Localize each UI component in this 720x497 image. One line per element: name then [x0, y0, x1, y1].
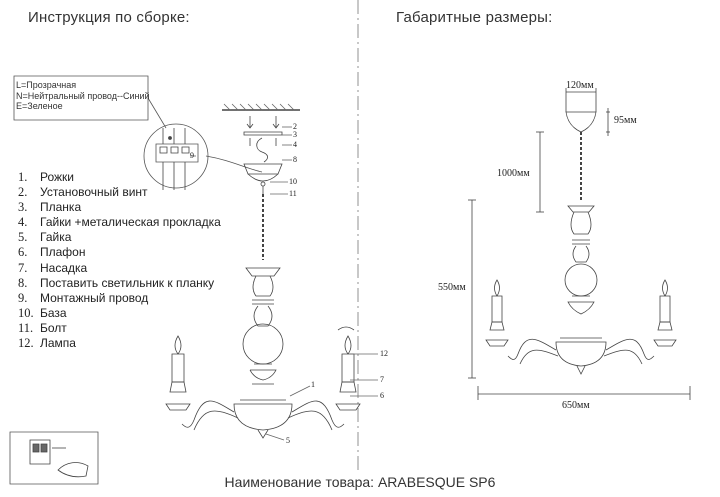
- chandelier-drawing-right: [486, 112, 676, 374]
- callout-9: 9: [190, 151, 194, 160]
- dim-canopy-width: 120мм: [566, 80, 594, 91]
- part-number: 8.: [18, 275, 28, 290]
- list-item: 1. Рожки: [18, 170, 221, 185]
- part-label: Лампа: [40, 336, 76, 351]
- part-label: Установочный винт: [40, 185, 148, 200]
- terminal-block-detail: [144, 124, 262, 190]
- legend-line-earth: E=Зеленое: [16, 101, 63, 111]
- list-item: 9. Монтажный провод: [18, 291, 221, 306]
- list-item: 2. Установочный винт: [18, 185, 221, 200]
- dim-chain-length: 1000мм: [497, 168, 530, 179]
- callout-4: 4: [293, 140, 297, 149]
- callout-3: 3: [293, 130, 297, 139]
- dimension-lines: [468, 88, 690, 400]
- callout-5: 5: [286, 436, 290, 445]
- dim-overall-width: 650мм: [562, 400, 590, 411]
- callout-8: 8: [293, 155, 297, 164]
- part-number: 10.: [18, 305, 34, 320]
- instructions-heading: Инструкция по сборке:: [28, 9, 190, 26]
- product-name: Наименование товара: ARABESQUE SP6: [224, 474, 496, 490]
- part-number: 11.: [18, 320, 34, 335]
- part-number: 3.: [18, 200, 28, 215]
- callout-6: 6: [380, 391, 384, 400]
- dim-canopy-height: 95мм: [614, 115, 637, 126]
- switch-detail: [10, 432, 98, 484]
- ceiling-mount-detail: [222, 104, 300, 194]
- part-label: Болт: [40, 320, 67, 335]
- part-label: Монтажный провод: [40, 290, 149, 305]
- part-number: 9.: [18, 290, 28, 305]
- list-item: 4. Гайки +металическая прокладка: [18, 215, 221, 230]
- callout-10: 10: [289, 177, 297, 186]
- callout-2: 2: [293, 122, 297, 131]
- part-number: 2.: [18, 185, 28, 200]
- part-number: 6.: [18, 245, 28, 260]
- list-item: 7. Насадка: [18, 261, 221, 276]
- part-label: Планка: [40, 200, 82, 215]
- callout-12: 12: [380, 349, 388, 358]
- list-item: 3. Планка: [18, 200, 221, 215]
- list-item: 11. Болт: [18, 321, 221, 336]
- callout-leaders: [190, 127, 378, 440]
- legend-line-live: L=Прозрачная: [16, 80, 77, 90]
- dimensions-heading: Габаритные размеры:: [396, 9, 553, 26]
- parts-list: 1. Рожки 2. Установочный винт 3. Планка 4. Г…: [18, 170, 221, 351]
- part-label: База: [40, 305, 67, 320]
- list-item: 5. Гайка: [18, 230, 221, 245]
- part-label: Насадка: [40, 260, 88, 275]
- part-number: 12.: [18, 336, 34, 351]
- part-label: Поставить светильник к планку: [40, 275, 215, 290]
- callout-7: 7: [380, 375, 384, 384]
- dim-body-height: 550мм: [438, 282, 466, 293]
- part-label: Плафон: [40, 245, 86, 260]
- list-item: 6. Плафон: [18, 245, 221, 260]
- part-label: Гайки +металическая прокладка: [40, 215, 221, 230]
- wiring-legend: L=Прозрачная N=Нейтральный провод--Синий…: [16, 80, 150, 112]
- list-item: 10. База: [18, 306, 221, 321]
- list-item: 8. Поставить светильник к планку: [18, 276, 221, 291]
- part-label: Рожки: [40, 170, 74, 184]
- part-number: 4.: [18, 215, 28, 230]
- part-number: 5.: [18, 230, 28, 245]
- list-item: 12. Лампа: [18, 336, 221, 351]
- part-label: Гайка: [40, 230, 72, 245]
- callout-1: 1: [311, 380, 315, 389]
- part-number: 1.: [18, 170, 28, 184]
- callout-11: 11: [289, 189, 297, 198]
- legend-line-neutral: N=Нейтральный провод--Синий: [16, 90, 150, 101]
- chandelier-drawing-left: [166, 268, 360, 438]
- part-number: 7.: [18, 260, 28, 275]
